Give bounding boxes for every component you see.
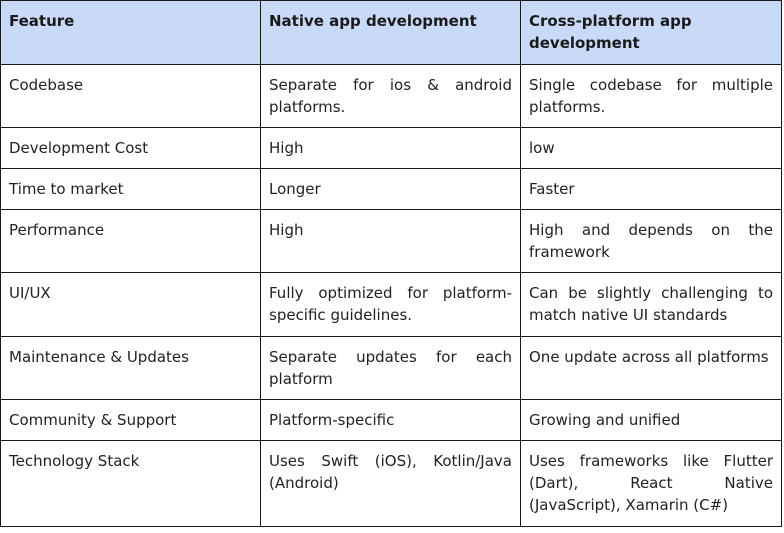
- cell-cross-platform: Faster: [520, 168, 782, 210]
- cell-cross-platform: low: [520, 127, 782, 169]
- header-feature: Feature: [0, 0, 261, 65]
- cell-cross-platform: One update across all platforms: [520, 336, 782, 400]
- table-header-row: Feature Native app development Cross-pla…: [0, 0, 782, 65]
- cell-native: High: [260, 127, 521, 169]
- cell-feature: Performance: [0, 209, 261, 273]
- cell-cross-platform: Single codebase for multiple platforms.: [520, 64, 782, 128]
- cell-native: Separate updates for each platform: [260, 336, 521, 400]
- cell-native: Uses Swift (iOS), Kotlin/Java (Android): [260, 440, 521, 527]
- table-row: Codebase Separate for ios & android plat…: [0, 64, 782, 128]
- table-row: Technology Stack Uses Swift (iOS), Kotli…: [0, 440, 782, 527]
- cell-feature: Community & Support: [0, 399, 261, 441]
- table-row: Development Cost High low: [0, 127, 782, 169]
- cell-native: Platform-specific: [260, 399, 521, 441]
- header-cross-platform: Cross-platform app development: [520, 0, 782, 65]
- cell-native: Fully optimized for platform-specific gu…: [260, 272, 521, 337]
- cell-feature: UI/UX: [0, 272, 261, 337]
- cell-cross-platform: Growing and unified: [520, 399, 782, 441]
- header-native: Native app development: [260, 0, 521, 65]
- table-row: Maintenance & Updates Separate updates f…: [0, 336, 782, 400]
- cell-cross-platform: Uses frameworks like Flutter (Dart), Rea…: [520, 440, 782, 527]
- table-row: Performance High High and depends on the…: [0, 209, 782, 273]
- cell-feature: Codebase: [0, 64, 261, 128]
- cell-cross-platform: High and depends on the framework: [520, 209, 782, 273]
- cell-feature: Technology Stack: [0, 440, 261, 527]
- table-row: UI/UX Fully optimized for platform-speci…: [0, 272, 782, 337]
- cell-feature: Time to market: [0, 168, 261, 210]
- cell-native: Longer: [260, 168, 521, 210]
- table-row: Time to market Longer Faster: [0, 168, 782, 210]
- cell-feature: Development Cost: [0, 127, 261, 169]
- cell-feature: Maintenance & Updates: [0, 336, 261, 400]
- cell-native: Separate for ios & android platforms.: [260, 64, 521, 128]
- cell-cross-platform: Can be slightly challenging to match nat…: [520, 272, 782, 337]
- table-row: Community & Support Platform-specific Gr…: [0, 399, 782, 441]
- cell-native: High: [260, 209, 521, 273]
